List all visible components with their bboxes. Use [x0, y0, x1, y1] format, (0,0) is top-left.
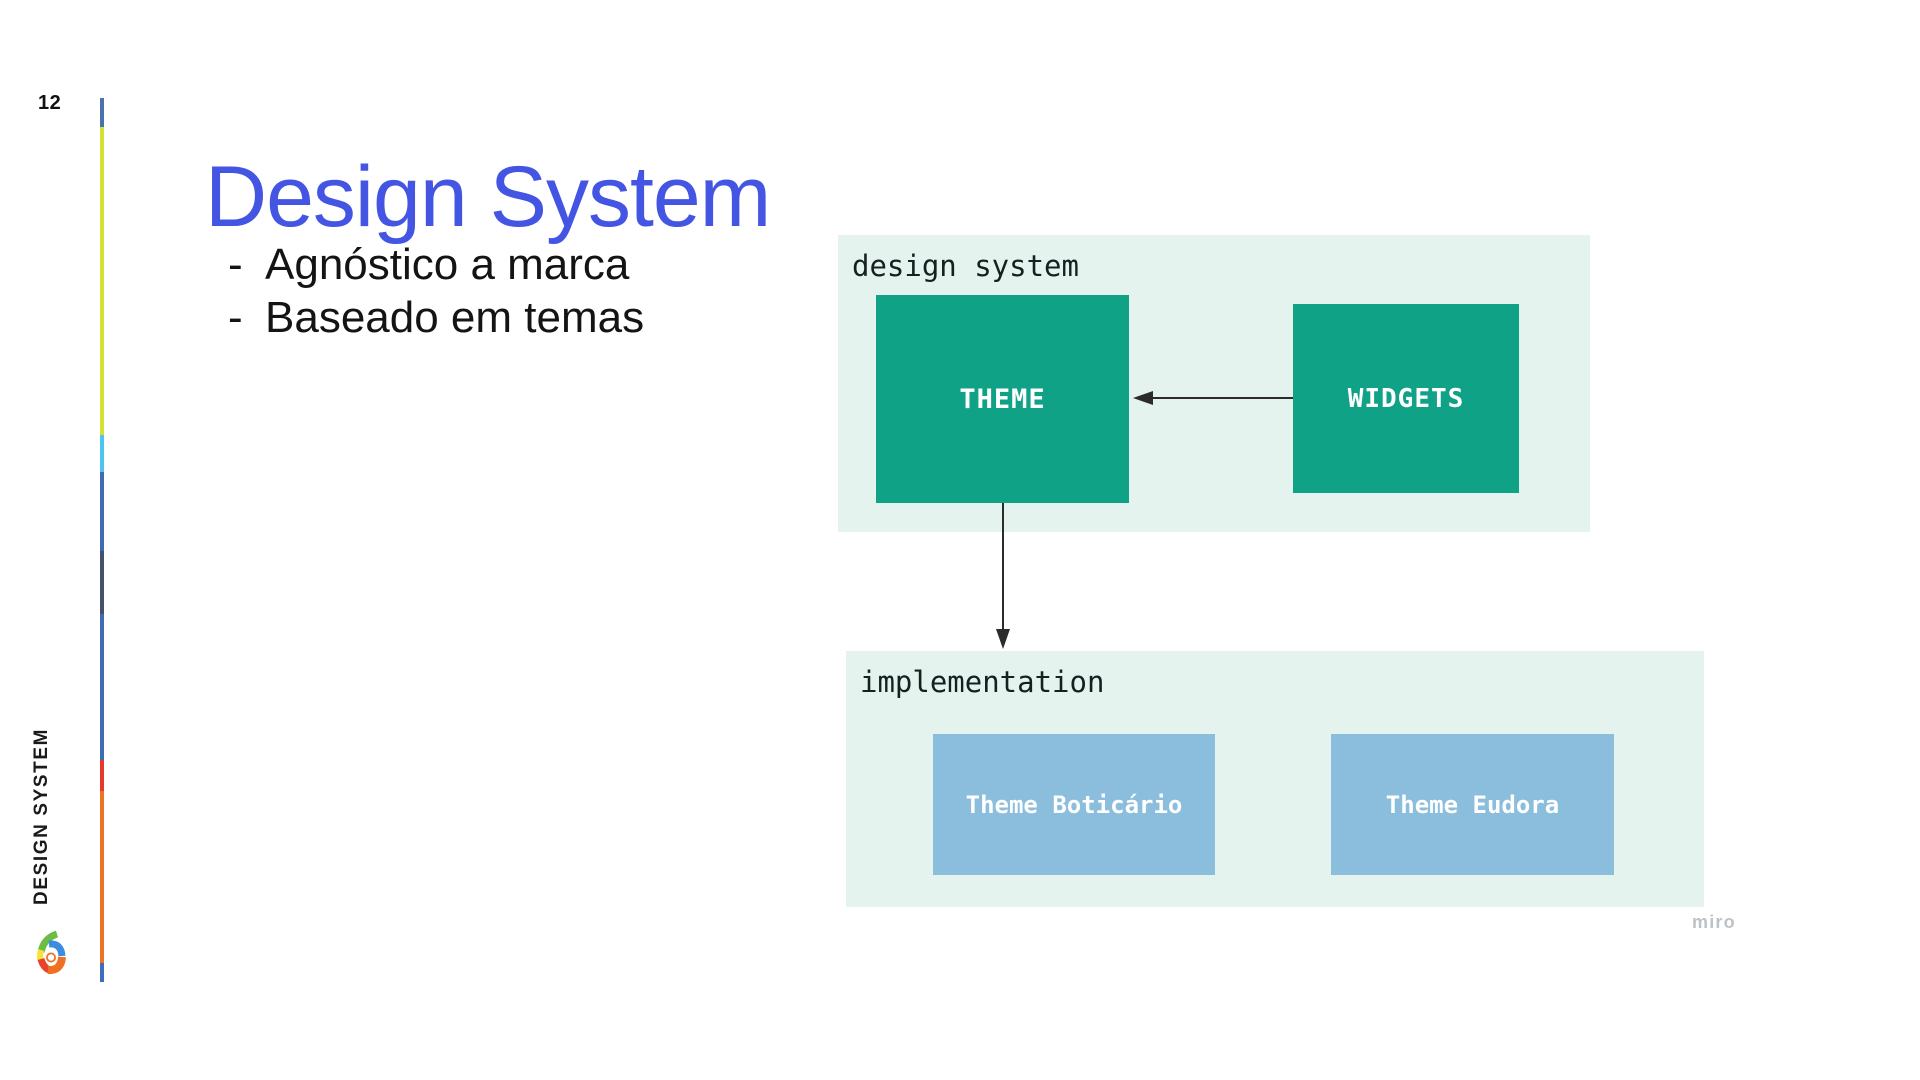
bullet-item: - Agnóstico a marca: [228, 238, 644, 291]
bullet-text: Baseado em temas: [265, 293, 645, 342]
left-rail: [100, 0, 104, 1080]
node-theme-boticario-label: Theme Boticário: [965, 790, 1183, 819]
node-widgets-label: WIDGETS: [1347, 383, 1465, 414]
bullet-marker: -: [228, 240, 243, 289]
rail-segment: [100, 760, 104, 791]
rail-segment: [100, 98, 104, 127]
panel-implementation-label: implementation: [860, 665, 1105, 699]
rail-segment: [100, 472, 104, 551]
page-number: 12: [38, 92, 62, 114]
slide-title: Design System: [205, 148, 771, 245]
rail-segment: [100, 791, 104, 963]
rail-segment: [100, 551, 104, 614]
bullet-text: Agnóstico a marca: [265, 240, 630, 289]
node-widgets: WIDGETS: [1293, 304, 1519, 493]
node-theme: THEME: [876, 295, 1129, 503]
bullet-marker: -: [228, 293, 243, 342]
miro-watermark: miro: [1692, 912, 1736, 932]
bullet-item: - Baseado em temas: [228, 291, 644, 344]
node-theme-label: THEME: [959, 383, 1046, 415]
rail-segment: [100, 435, 104, 472]
rail-segment: [100, 127, 104, 435]
panel-design-system-label: design system: [852, 249, 1079, 283]
node-theme-eudora-label: Theme Eudora: [1385, 790, 1560, 819]
rail-segment: [100, 614, 104, 760]
node-theme-boticario: Theme Boticário: [933, 734, 1215, 875]
bullet-list: - Agnóstico a marca - Baseado em temas: [228, 238, 644, 344]
node-theme-eudora: Theme Eudora: [1331, 734, 1614, 875]
rail-segment: [100, 963, 104, 982]
grupo-boticario-logo: [37, 930, 66, 975]
side-label: DESIGN SYSTEM: [31, 727, 52, 905]
